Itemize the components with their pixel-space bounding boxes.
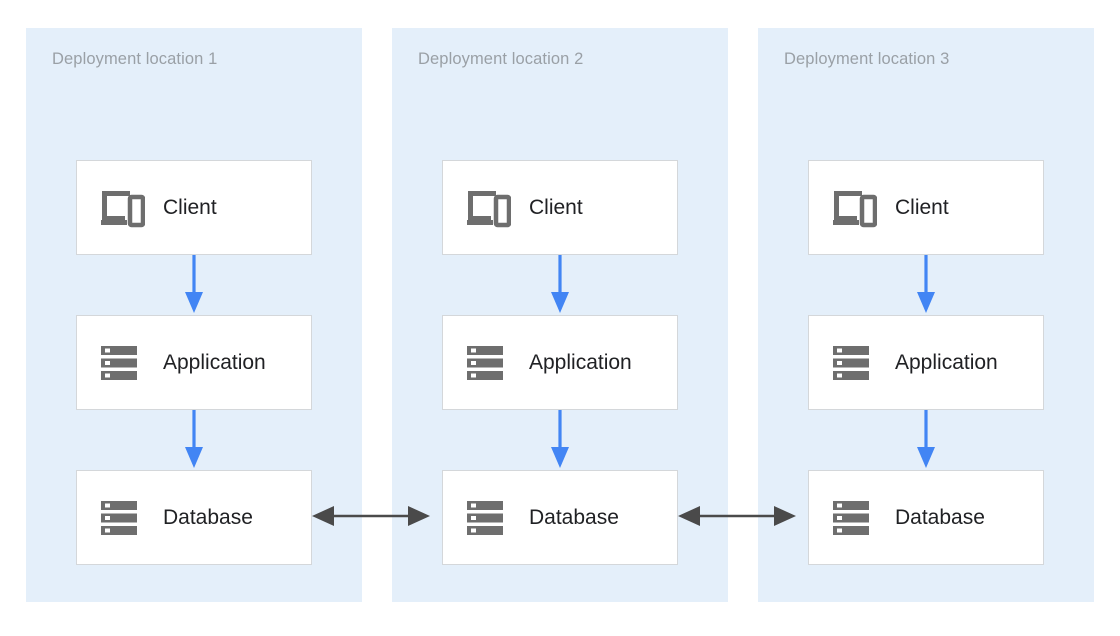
replication-arrow-database-2-to-3 [678,506,796,526]
flow-arrow-client-to-application-1 [185,255,203,313]
node-label-application-2: Application [529,350,632,374]
node-label-database-1: Database [163,505,253,529]
node-database-2[interactable]: Database [442,470,678,565]
panel-title-location-3: Deployment location 3 [784,50,950,68]
flow-arrow-application-to-database-3 [917,410,935,468]
node-label-database-2: Database [529,505,619,529]
node-label-application-1: Application [163,350,266,374]
flow-arrow-application-to-database-1 [185,410,203,468]
deployment-location-panel-2: Deployment location 2 Client Applicat [392,28,728,602]
node-client-2[interactable]: Client [442,160,678,255]
server-stack-icon [467,345,503,380]
node-label-client-2: Client [529,195,583,219]
panel-title-location-1: Deployment location 1 [52,50,218,68]
server-stack-icon [833,345,869,380]
panel-title-location-2: Deployment location 2 [418,50,584,68]
server-stack-icon [101,500,137,535]
node-client-3[interactable]: Client [808,160,1044,255]
node-label-client-3: Client [895,195,949,219]
replication-arrow-database-1-to-2 [312,506,430,526]
node-label-database-3: Database [895,505,985,529]
node-label-client-1: Client [163,195,217,219]
node-application-2[interactable]: Application [442,315,678,410]
deployment-location-panel-3: Deployment location 3 Client Applicat [758,28,1094,602]
server-stack-icon [101,345,137,380]
node-application-1[interactable]: Application [76,315,312,410]
node-application-3[interactable]: Application [808,315,1044,410]
devices-icon [833,190,877,227]
devices-icon [467,190,511,227]
node-client-1[interactable]: Client [76,160,312,255]
node-label-application-3: Application [895,350,998,374]
devices-icon [101,190,145,227]
flow-arrow-client-to-application-3 [917,255,935,313]
server-stack-icon [833,500,869,535]
flow-arrow-application-to-database-2 [551,410,569,468]
node-database-1[interactable]: Database [76,470,312,565]
flow-arrow-client-to-application-2 [551,255,569,313]
deployment-location-panel-1: Deployment location 1 Client [26,28,362,602]
node-database-3[interactable]: Database [808,470,1044,565]
server-stack-icon [467,500,503,535]
